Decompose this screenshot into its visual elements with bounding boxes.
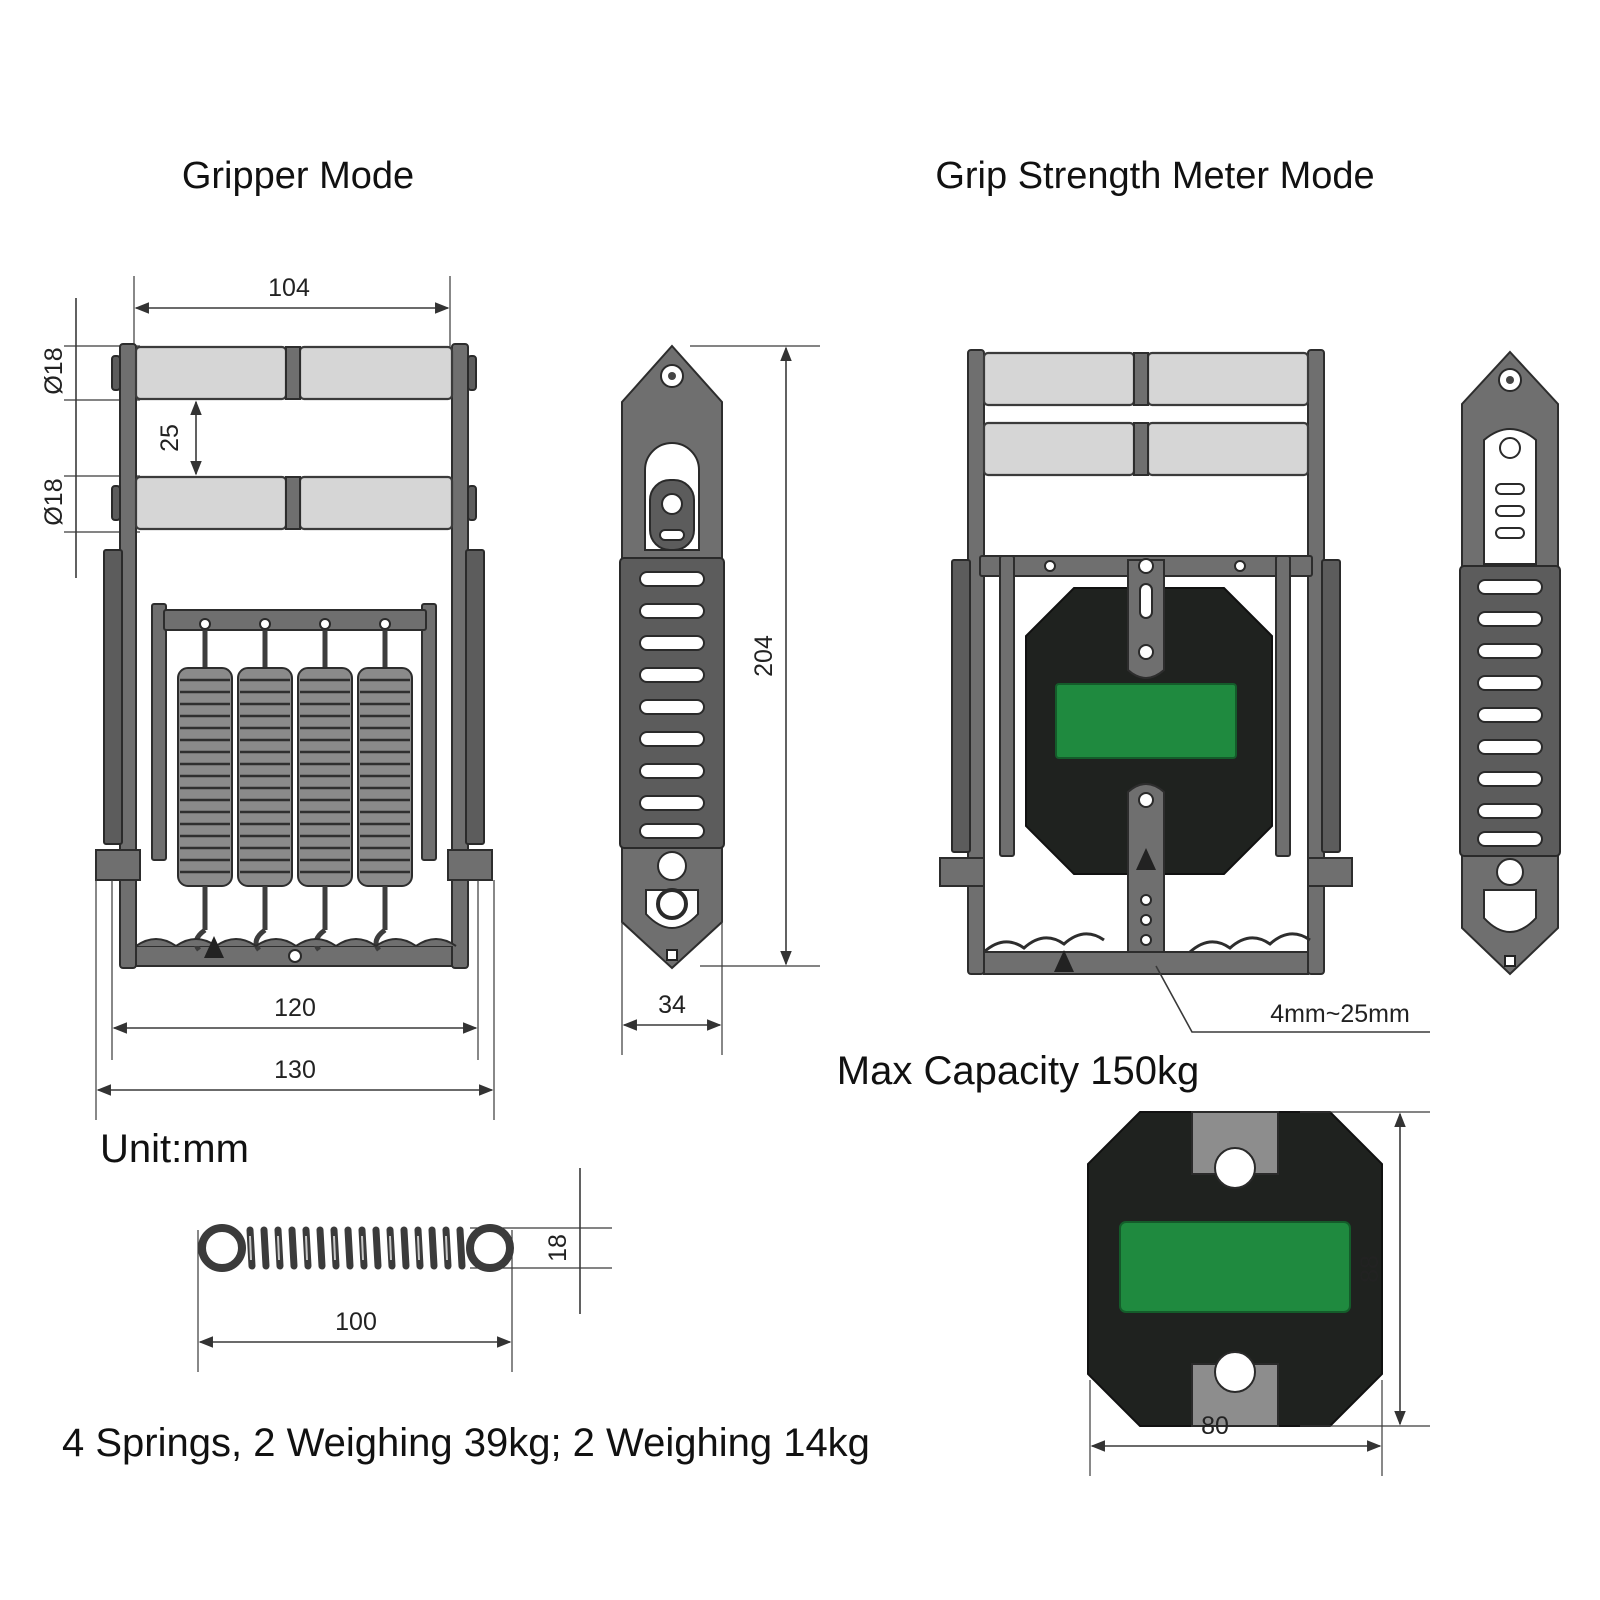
meter-front-view: 4mm~25mm: [939, 349, 1430, 1033]
meter-mode-title: Grip Strength Meter Mode: [935, 155, 1374, 197]
dim-width-outer: 130: [274, 1056, 316, 1084]
gripper-springs: [177, 618, 413, 952]
meter-side-view: [1459, 350, 1561, 976]
dim-adjustment-range: 4mm~25mm: [1270, 1000, 1410, 1028]
dim-width-top: 104: [268, 274, 310, 302]
dim-thickness: 34: [658, 991, 686, 1019]
gripper-side-view: 204 34: [619, 344, 820, 1055]
spring-detail-view: 18 100: [197, 1168, 612, 1372]
gripper-mode-title: Gripper Mode: [182, 155, 414, 197]
dim-spring-diameter: 18: [544, 1234, 572, 1262]
dim-roller-diameter-1: Ø18: [40, 347, 68, 394]
dim-roller-gap: 25: [156, 424, 184, 452]
unit-label: Unit:mm: [100, 1127, 249, 1171]
dim-width-inner: 120: [274, 994, 316, 1022]
meter-detail-view: 88 80: [1087, 1111, 1430, 1476]
dim-body-height: 88: [1356, 1255, 1384, 1283]
max-capacity-label: Max Capacity 150kg: [837, 1049, 1199, 1093]
dim-body-width: 80: [1201, 1412, 1229, 1440]
springs-note: 4 Springs, 2 Weighing 39kg; 2 Weighing 1…: [62, 1421, 870, 1465]
gripper-front-view: 104 Ø18 25 Ø18: [40, 274, 495, 1120]
dim-height: 204: [750, 635, 778, 677]
dim-spring-length: 100: [335, 1308, 377, 1336]
dim-roller-diameter-2: Ø18: [40, 478, 68, 525]
